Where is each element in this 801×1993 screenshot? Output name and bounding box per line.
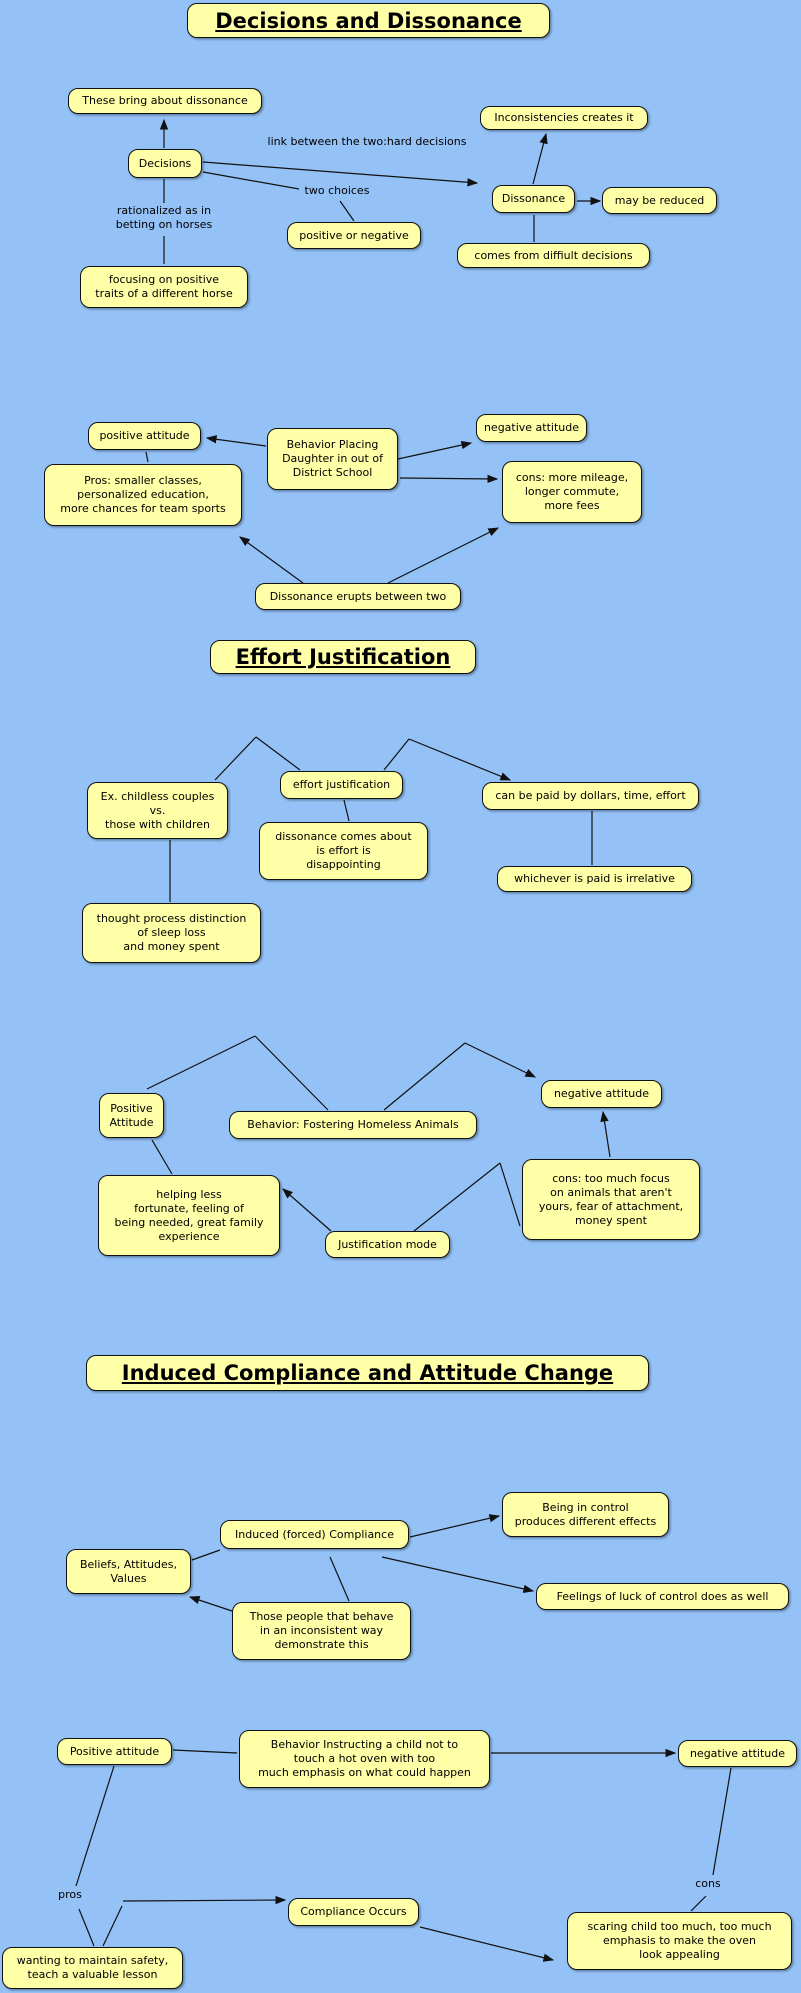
node-those-people-that-behave[interactable]: Those people that behave in an inconsist… (232, 1602, 411, 1660)
node-positive-attitude-1[interactable]: positive attitude (88, 422, 201, 450)
connector-line (381, 1556, 535, 1593)
connector-line (532, 132, 548, 185)
label-rationalized-as-in: rationalized as in betting on horses (115, 204, 213, 231)
node-cons-more-mileage[interactable]: cons: more mileage, longer commute, more… (502, 461, 642, 523)
title-induced-compliance[interactable]: Induced Compliance and Attitude Change (86, 1355, 649, 1391)
connector-line (145, 451, 149, 463)
connector-line (413, 1162, 501, 1232)
connector-line (78, 1908, 95, 1947)
connector-line (188, 1596, 239, 1614)
connector-line (202, 171, 300, 190)
node-compliance-occurs[interactable]: Compliance Occurs (288, 1898, 419, 1926)
title-decisions-and-dissonance[interactable]: Decisions and Dissonance (187, 3, 550, 38)
node-whichever-is-paid[interactable]: whichever is paid is irrelative (497, 866, 692, 892)
node-induced-forced-compliance[interactable]: Induced (forced) Compliance (220, 1520, 409, 1549)
connector-line (75, 1765, 115, 1887)
node-negative-attitude-1[interactable]: negative attitude (476, 414, 587, 442)
node-scaring-child-too-much[interactable]: scaring child too much, too much emphasi… (567, 1912, 792, 1970)
node-decisions[interactable]: Decisions (128, 149, 202, 178)
connector-line (205, 435, 267, 447)
node-these-bring-about-dissonance[interactable]: These bring about dissonance (68, 88, 262, 114)
node-ex-childless-couples[interactable]: Ex. childless couples vs. those with chi… (87, 782, 228, 839)
connector-line (383, 1042, 466, 1111)
node-cons-too-much-focus[interactable]: cons: too much focus on animals that are… (522, 1159, 700, 1240)
node-negative-attitude-2[interactable]: negative attitude (541, 1080, 662, 1108)
node-positive-or-negative[interactable]: positive or negative (287, 222, 421, 249)
connector-line (255, 736, 301, 771)
label-two-choices: two choices (304, 184, 370, 197)
node-wanting-to-maintain-safety[interactable]: wanting to maintain safety, teach a valu… (2, 1947, 183, 1989)
connector-line (600, 1110, 611, 1158)
connector-line (146, 1035, 256, 1090)
node-dissonance[interactable]: Dissonance (492, 185, 575, 213)
label-pros: pros (58, 1888, 82, 1901)
connector-line (151, 1139, 173, 1175)
label-cons: cons (695, 1877, 721, 1890)
connector-line (409, 1514, 501, 1538)
node-dissonance-erupts[interactable]: Dissonance erupts between two (255, 583, 461, 610)
connector-line (399, 474, 499, 484)
node-focusing-on-positive-traits[interactable]: focusing on positive traits of a differe… (80, 266, 248, 308)
connector-line (214, 736, 257, 781)
connector-line (387, 527, 500, 584)
node-thought-process-distinction[interactable]: thought process distinction of sleep los… (82, 903, 261, 963)
node-justification-mode[interactable]: Justification mode (325, 1231, 450, 1258)
connector-line (383, 738, 410, 771)
node-positive-attitude-3[interactable]: Positive attitude (57, 1738, 172, 1765)
node-positive-attitude-2[interactable]: Positive Attitude (99, 1093, 164, 1138)
connector-line (329, 1556, 350, 1602)
node-effort-justification[interactable]: effort justification (280, 771, 403, 799)
node-negative-attitude-3[interactable]: negative attitude (678, 1740, 797, 1767)
node-inconsistencies-creates-it[interactable]: Inconsistencies creates it (480, 106, 648, 130)
connector-line (343, 799, 350, 822)
connector-line (464, 1042, 537, 1078)
node-beliefs-attitudes-values[interactable]: Beliefs, Attitudes, Values (66, 1549, 191, 1594)
connector-line (254, 1035, 329, 1111)
node-behavior-fostering-animals[interactable]: Behavior: Fostering Homeless Animals (229, 1111, 477, 1139)
node-behavior-placing-daughter[interactable]: Behavior Placing Daughter in out of Dist… (267, 428, 398, 490)
connector-line (202, 161, 479, 187)
node-comes-from-difficult-decisions[interactable]: comes from diffiult decisions (457, 243, 650, 268)
connector-line (239, 536, 304, 584)
title-effort-justification[interactable]: Effort Justification (210, 640, 476, 674)
node-feelings-of-luck[interactable]: Feelings of luck of control does as well (536, 1583, 789, 1610)
connector-line (408, 738, 512, 781)
connector-line (690, 1895, 707, 1912)
node-being-in-control[interactable]: Being in control produces different effe… (502, 1492, 669, 1537)
connector-line (339, 200, 355, 222)
node-helping-less-fortunate[interactable]: helping less fortunate, feeling of being… (98, 1175, 280, 1256)
label-link-between-the-two: link between the two:hard decisions (267, 135, 467, 148)
connector-line (712, 1767, 732, 1876)
connector-line (499, 1162, 521, 1227)
connector-line (419, 1926, 555, 1962)
connector-line (122, 1895, 287, 1905)
node-pros-smaller-classes[interactable]: Pros: smaller classes, personalized educ… (44, 464, 242, 526)
connector-line (397, 440, 473, 460)
node-behavior-instructing-child[interactable]: Behavior Instructing a child not to touc… (239, 1730, 490, 1788)
connector-line (102, 1905, 123, 1947)
node-dissonance-comes-about[interactable]: dissonance comes about is effort is disa… (259, 822, 428, 880)
connector-line (172, 1749, 238, 1754)
node-can-be-paid[interactable]: can be paid by dollars, time, effort (482, 782, 699, 810)
connector-line (282, 1188, 332, 1232)
node-may-be-reduced[interactable]: may be reduced (602, 187, 717, 214)
connector-line (191, 1549, 221, 1561)
